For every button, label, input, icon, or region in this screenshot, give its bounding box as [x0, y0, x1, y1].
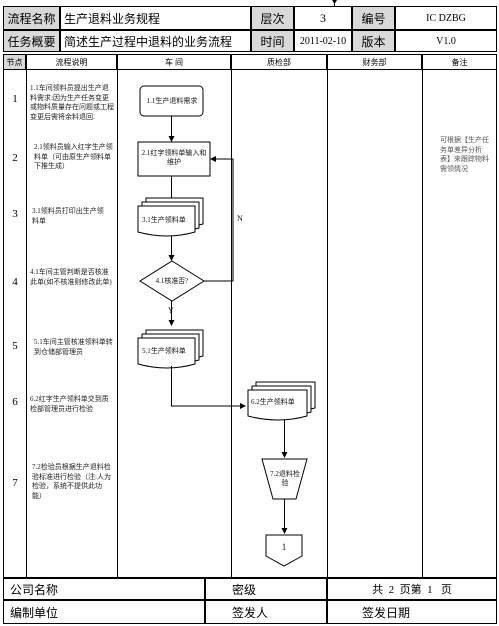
process-name-label: 流程名称: [3, 6, 60, 30]
s5-document-stack: [137, 329, 204, 369]
s7-label: 7.2退料检验: [270, 470, 300, 487]
overview-value: 简述生产过程中退料的业务流程: [60, 30, 251, 52]
time-value: 2011-02-10: [294, 30, 352, 52]
s5-label: 5.1生产领料单: [142, 347, 186, 355]
desc-6: 6.2红字生产领料单交到质检部管理员进行检验: [30, 395, 109, 413]
page-count: 共 2 页第 1 页: [327, 578, 497, 600]
version-value: V1.0: [395, 30, 497, 52]
s2-input-box: [137, 141, 211, 177]
node-3: 3: [12, 208, 18, 220]
version-label: 版本: [352, 30, 395, 52]
unit-label: 编制单位: [3, 600, 205, 624]
no-label: N: [237, 214, 243, 223]
desc-2: 2.1领料员输入红字生产领料单（可由原生产领料单下推生成）: [34, 143, 113, 170]
overview-label: 任务概要: [3, 30, 60, 52]
s3-document-stack: [137, 197, 204, 237]
code-label: 编号: [352, 6, 395, 30]
node-2: 2: [12, 152, 18, 164]
s7-inspection-trapezoid: [261, 458, 308, 500]
s6-document-stack: [247, 381, 316, 421]
sign-date-label: 签发日期: [327, 600, 497, 624]
s3-label: 3.1生产领料单: [142, 216, 186, 224]
code-value: IC DZBG: [395, 6, 497, 30]
node-4: 4: [12, 276, 18, 288]
connector-label: 1: [281, 542, 287, 552]
desc-5: 5.1车间主管核准领料单转到仓储部管理员: [34, 338, 113, 356]
level-label: 层次: [251, 6, 294, 30]
desc-7: 7.2检验员根据生产退料检验标准进行检验（注:人为检验，系统不提供此功能）: [32, 463, 111, 500]
level-value: 3: [294, 6, 352, 30]
desc-3: 3.1领料员打印出生产领料单: [32, 207, 104, 225]
secret-label: 密级: [205, 578, 327, 600]
process-name-value: 生产退料业务规程: [60, 6, 251, 30]
s6-label: 6.2生产领料单: [251, 398, 295, 406]
time-label: 时间: [251, 30, 294, 52]
node-5: 5: [12, 340, 18, 352]
signer-label: 签发人: [205, 600, 327, 624]
offpage-connector: [265, 534, 303, 567]
s1-label: 1.1生产退料需求: [146, 97, 198, 105]
yes-label: Y: [168, 306, 174, 315]
node-1: 1: [12, 93, 18, 105]
s2-label: 2.1红字领料单输入和维护: [141, 149, 207, 166]
s4-label: 4.1核准否?: [155, 277, 189, 285]
desc-4: 4.1车间主管判断是否核准此单(如不核准则修改此单): [30, 268, 112, 286]
node-6: 6: [12, 396, 18, 408]
node-7: 7: [12, 477, 18, 489]
company-label: 公司名称: [3, 578, 205, 600]
remark-text: 可根据【生产任务单差异分析表】来跟踪物料需领情况: [440, 136, 489, 173]
desc-1: 1.1车间领料员提出生产退料需求:因为生产任务变更或物料质量存在问题或工程变更后…: [30, 84, 114, 121]
